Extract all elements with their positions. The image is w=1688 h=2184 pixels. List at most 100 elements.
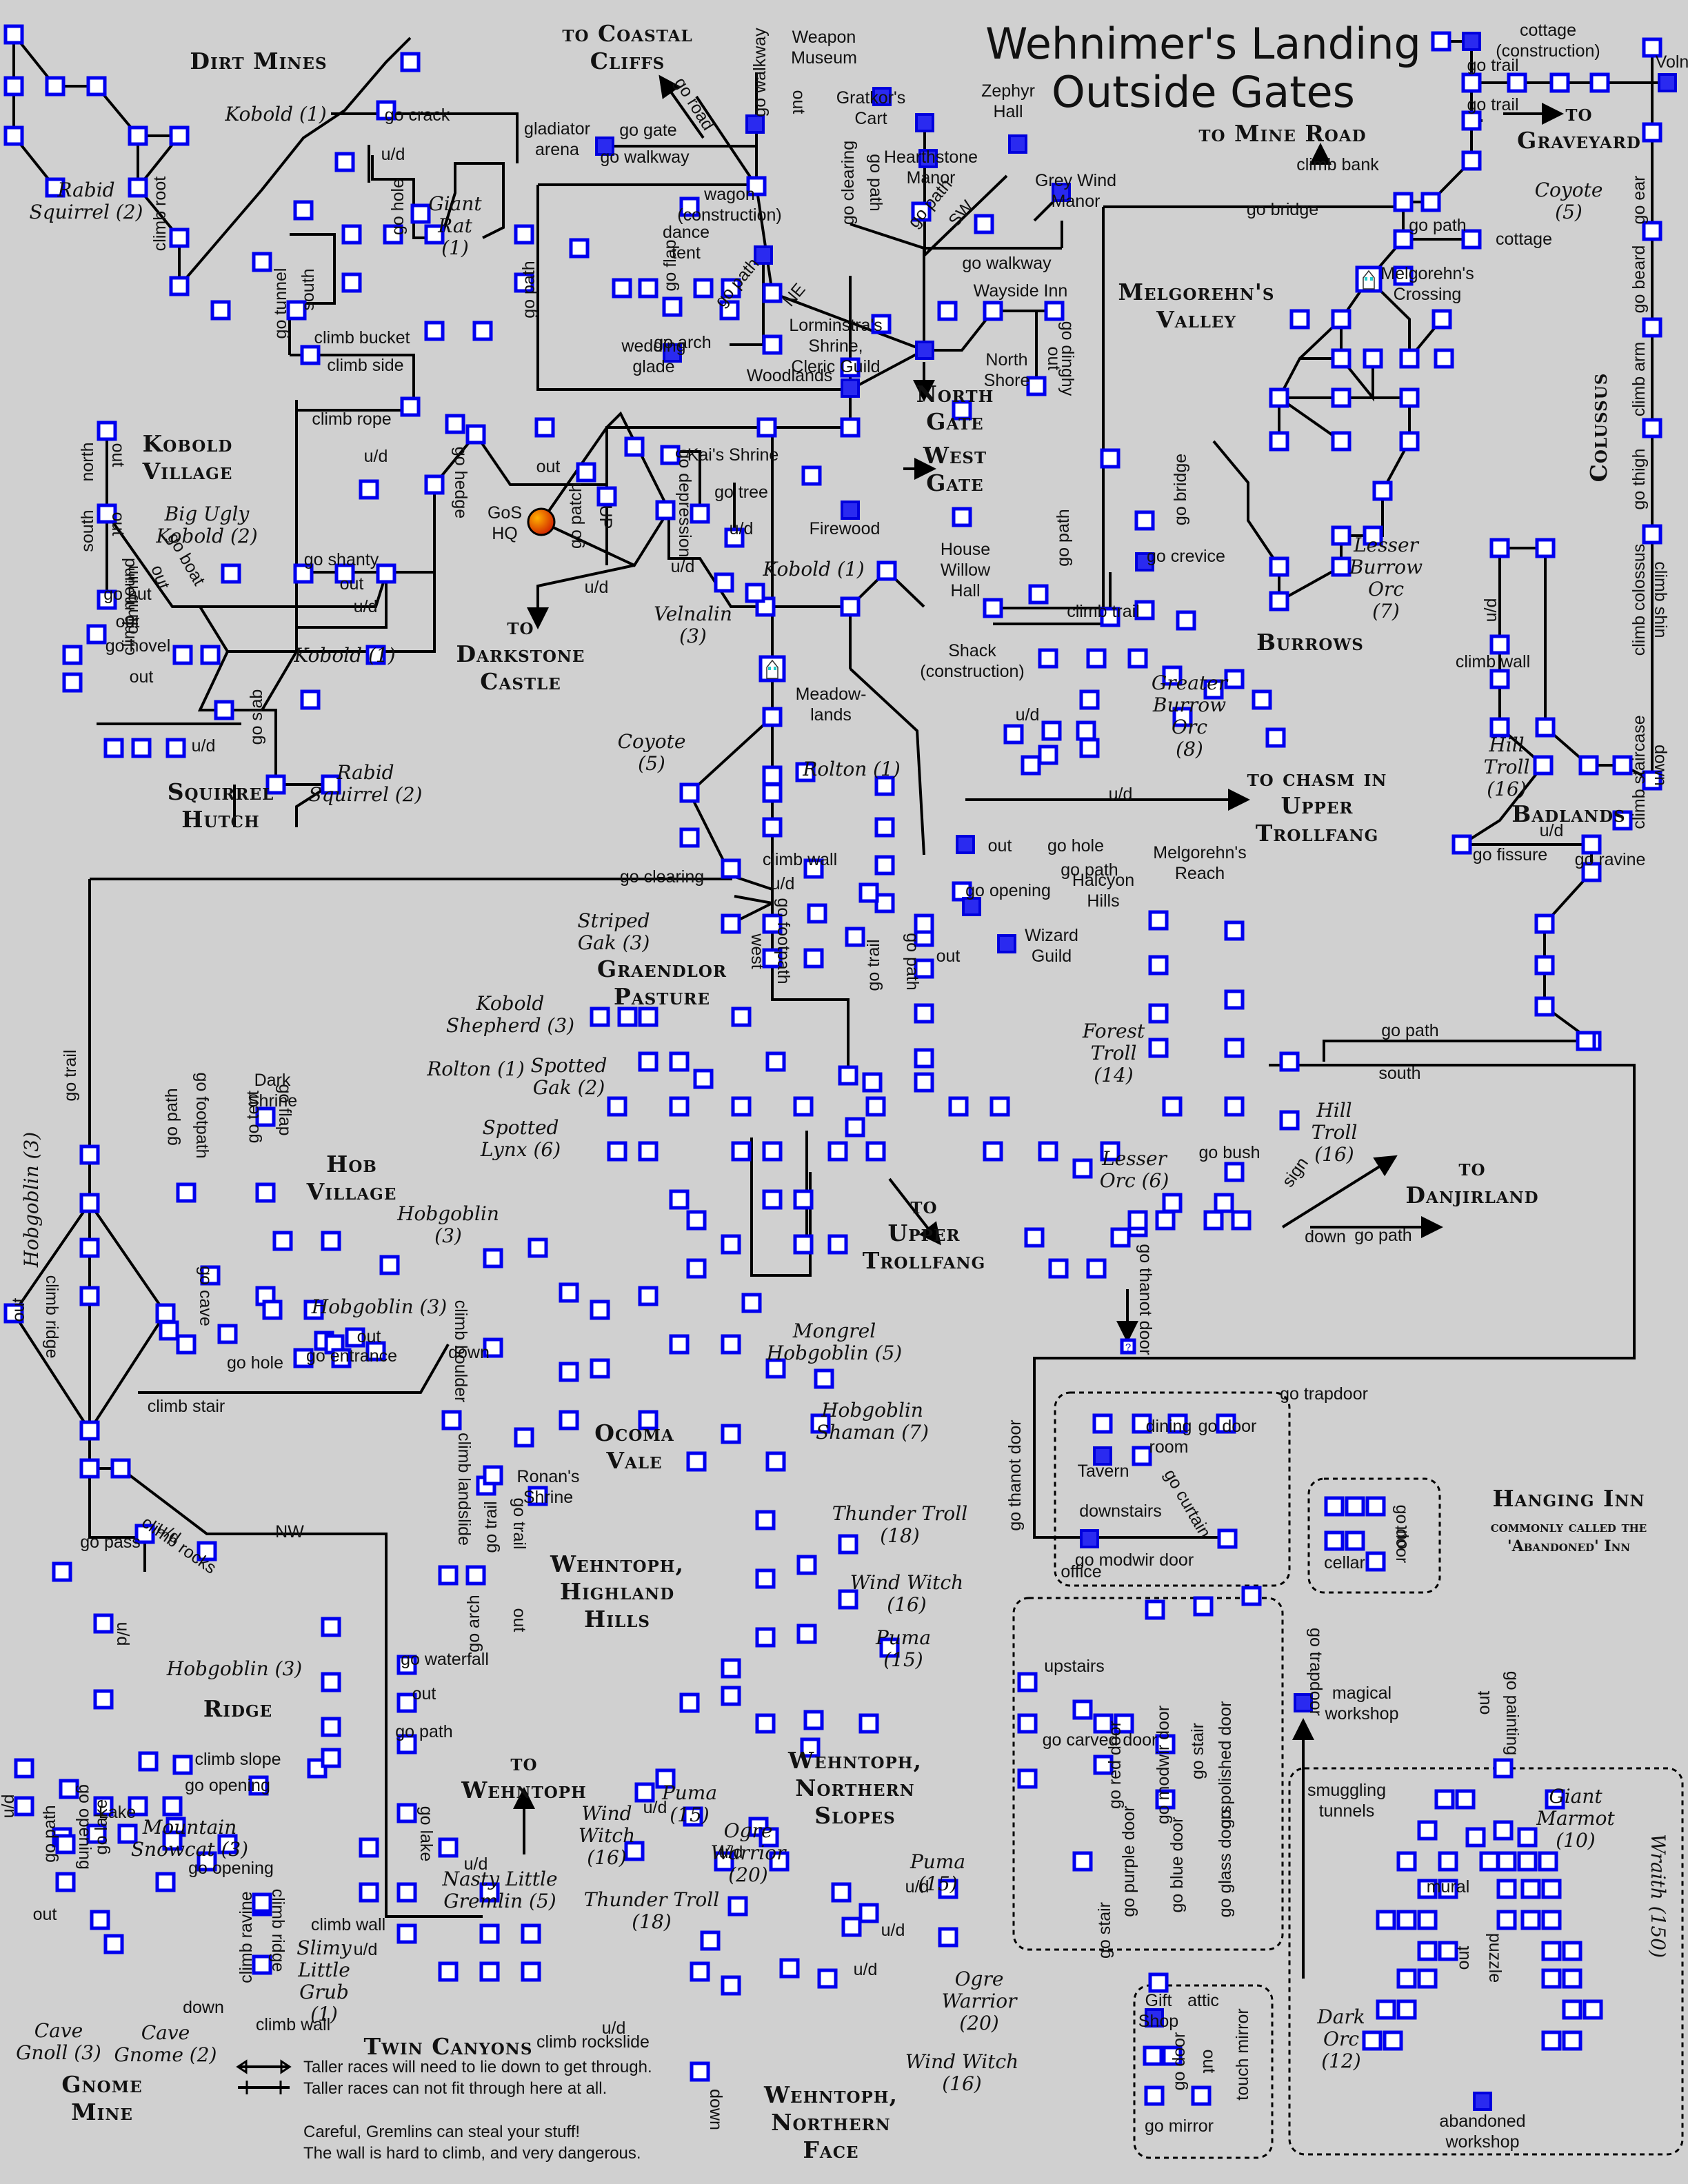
room[interactable]: [472, 321, 493, 341]
room[interactable]: [700, 1930, 721, 1951]
room[interactable]: [1393, 229, 1414, 250]
room[interactable]: [1127, 648, 1148, 669]
special-room[interactable]: [1145, 2008, 1164, 2028]
room[interactable]: [1143, 2045, 1163, 2066]
room[interactable]: [1162, 2045, 1183, 2066]
room[interactable]: [272, 1231, 293, 1251]
room[interactable]: [172, 645, 193, 665]
room[interactable]: [483, 1248, 503, 1268]
room[interactable]: [1026, 376, 1047, 396]
room[interactable]: [731, 1096, 752, 1117]
room[interactable]: [79, 1458, 100, 1479]
room[interactable]: [810, 1413, 831, 1434]
room[interactable]: [765, 1451, 786, 1472]
room[interactable]: [1434, 348, 1454, 369]
room[interactable]: [1279, 1051, 1300, 1072]
room[interactable]: [765, 1051, 786, 1072]
room[interactable]: [755, 1627, 776, 1648]
room[interactable]: [765, 1358, 786, 1379]
room[interactable]: [14, 1796, 34, 1817]
room[interactable]: [803, 948, 824, 969]
room[interactable]: [807, 903, 827, 924]
room[interactable]: [1642, 221, 1662, 241]
room[interactable]: [874, 776, 895, 796]
room[interactable]: [217, 1834, 238, 1854]
room[interactable]: [165, 738, 186, 758]
room[interactable]: [779, 1958, 800, 1979]
room[interactable]: [721, 1424, 741, 1444]
room[interactable]: [1538, 1851, 1558, 1872]
room[interactable]: [286, 300, 307, 321]
room[interactable]: [1127, 1210, 1148, 1231]
room[interactable]: [97, 421, 117, 441]
room[interactable]: [248, 1775, 269, 1796]
room[interactable]: [1581, 834, 1602, 855]
room[interactable]: [1162, 1193, 1183, 1213]
room[interactable]: [214, 700, 234, 720]
room[interactable]: [1086, 648, 1107, 669]
room[interactable]: [838, 1065, 858, 1086]
room[interactable]: [796, 1624, 817, 1644]
room[interactable]: [300, 345, 321, 365]
room[interactable]: [1269, 556, 1289, 577]
room[interactable]: [252, 1954, 272, 1975]
room[interactable]: [465, 424, 486, 445]
room[interactable]: [1279, 1110, 1300, 1131]
room[interactable]: [1562, 1941, 1582, 1961]
room[interactable]: [1224, 989, 1245, 1010]
room[interactable]: [1535, 538, 1556, 558]
zone-exit-arrow[interactable]: [1281, 1155, 1398, 1228]
room[interactable]: [1100, 448, 1121, 469]
room[interactable]: [514, 224, 534, 245]
room[interactable]: [1252, 689, 1272, 710]
room[interactable]: [624, 1841, 645, 1861]
room[interactable]: [1100, 607, 1121, 627]
room[interactable]: [424, 224, 445, 245]
room[interactable]: [365, 645, 386, 665]
room[interactable]: [1496, 1879, 1517, 1899]
room[interactable]: [762, 765, 783, 786]
room[interactable]: [1396, 1851, 1417, 1872]
room[interactable]: [376, 100, 396, 121]
room[interactable]: [762, 948, 783, 969]
room[interactable]: [1038, 745, 1058, 765]
room[interactable]: [1612, 810, 1633, 831]
room[interactable]: [321, 1717, 341, 1737]
room[interactable]: [655, 500, 676, 520]
room[interactable]: [758, 1827, 779, 1848]
room[interactable]: [721, 1686, 741, 1706]
zone-exit-arrow[interactable]: [659, 74, 705, 139]
room[interactable]: [79, 1420, 100, 1441]
room[interactable]: [1324, 1530, 1345, 1551]
room[interactable]: [221, 563, 241, 584]
room[interactable]: [307, 1758, 328, 1779]
room[interactable]: [293, 1348, 314, 1368]
room[interactable]: [465, 1565, 486, 1586]
room[interactable]: [255, 1106, 276, 1127]
room[interactable]: [559, 1282, 579, 1303]
room[interactable]: [817, 1968, 838, 1989]
room[interactable]: [1269, 431, 1289, 452]
room[interactable]: [1365, 1551, 1386, 1572]
room[interactable]: [876, 560, 897, 581]
room[interactable]: [134, 1524, 155, 1544]
room[interactable]: [1578, 755, 1599, 776]
room[interactable]: [334, 152, 355, 172]
room[interactable]: [1167, 1413, 1188, 1434]
room[interactable]: [1582, 1999, 1603, 2020]
room[interactable]: [1155, 1734, 1176, 1755]
room[interactable]: [1533, 755, 1554, 776]
room[interactable]: [1489, 669, 1510, 689]
room[interactable]: [1493, 1820, 1514, 1841]
room[interactable]: [879, 1637, 900, 1658]
room[interactable]: [793, 1234, 814, 1255]
room[interactable]: [1461, 150, 1482, 171]
room[interactable]: [1148, 955, 1169, 975]
room[interactable]: [1345, 1496, 1365, 1517]
room[interactable]: [1489, 717, 1510, 738]
room[interactable]: [634, 1782, 655, 1803]
room[interactable]: [396, 1734, 417, 1755]
room[interactable]: [1365, 1496, 1386, 1517]
room[interactable]: [1438, 1879, 1458, 1899]
room[interactable]: [745, 583, 765, 603]
